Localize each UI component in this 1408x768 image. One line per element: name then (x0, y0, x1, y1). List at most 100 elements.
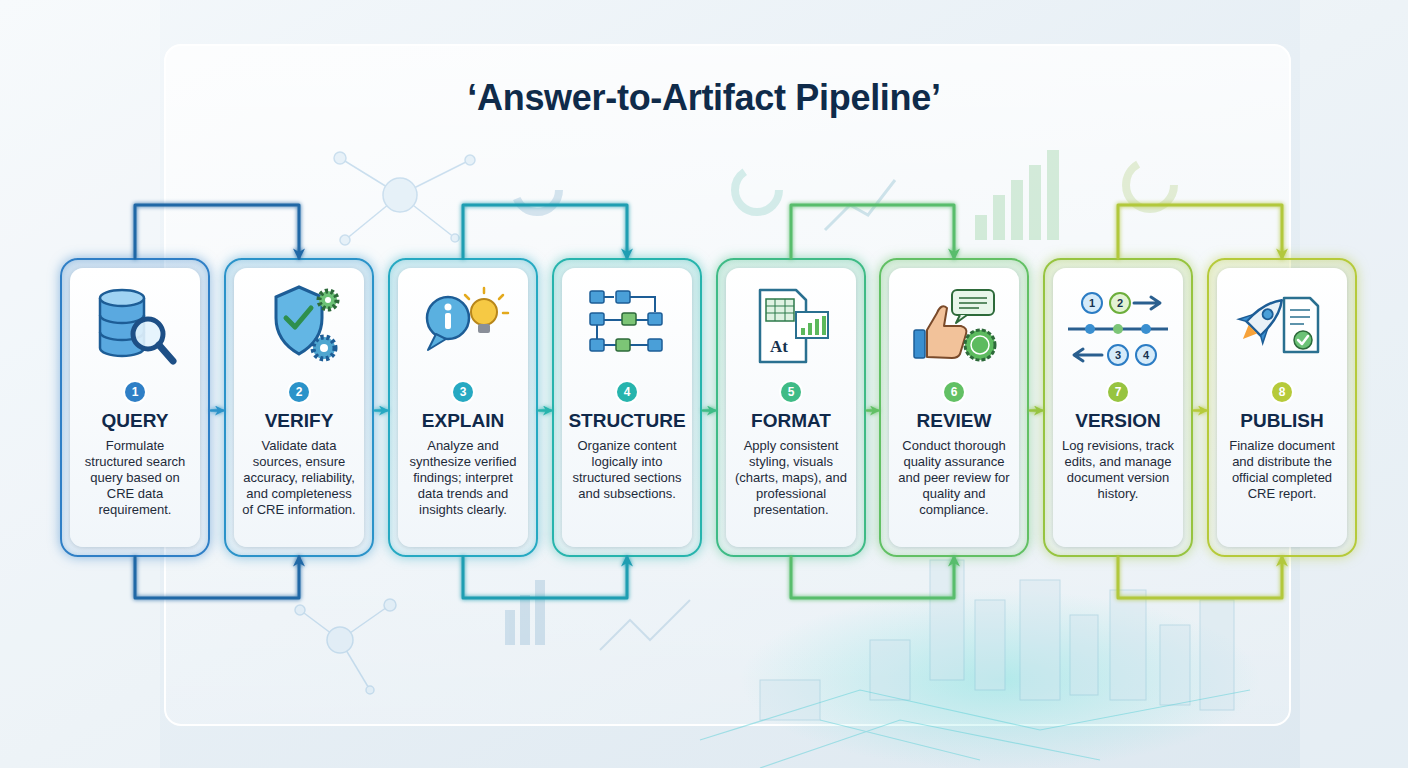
donut-chart (515, 168, 559, 212)
flow-arrow (867, 409, 878, 412)
card-panel: PUBLISH Finalize document and distribute … (1217, 268, 1347, 547)
diagram-title: ‘Answer-to-Artifact Pipeline’ (0, 76, 1408, 120)
flow-arrow (1194, 409, 1206, 412)
circuit-lines (700, 690, 1250, 768)
network-node (451, 234, 459, 242)
loop-connector (791, 557, 954, 598)
card-panel: VERIFY Validate data sources, ensure accu… (234, 268, 364, 547)
step-number: 3 (453, 382, 473, 402)
version-number: 3 (1115, 349, 1121, 361)
step-number-badge: 4 (617, 382, 637, 402)
card-panel: REVIEW Conduct thorough quality assurance… (889, 268, 1019, 547)
building (1110, 590, 1146, 700)
step-card: EXPLAIN Analyze and synthesize verified f… (388, 258, 538, 557)
bar (505, 610, 515, 645)
network-node (384, 599, 396, 611)
flow-arrow (211, 409, 223, 412)
trend-line (825, 180, 895, 230)
card-panel: QUERY Formulate structured search query b… (70, 268, 200, 547)
bar (993, 195, 1005, 240)
step-title: VERSION (1053, 410, 1183, 432)
step-card: REVIEW Conduct thorough quality assurance… (879, 258, 1029, 557)
step-description: Formulate structured search query based … (76, 438, 194, 518)
building (760, 680, 820, 720)
step-card: VERIFY Validate data sources, ensure accu… (224, 258, 374, 557)
loop-connector (1118, 205, 1282, 258)
card-panel: FORMAT Apply consistent styling, visuals … (726, 268, 856, 547)
donut-chart (1126, 161, 1174, 209)
step-title: FORMAT (726, 410, 856, 432)
network-node (334, 152, 346, 164)
step-number: 8 (1272, 382, 1292, 402)
building (1070, 615, 1098, 695)
step-title: VERIFY (234, 410, 364, 432)
flow-arrow (703, 409, 715, 412)
step-number: 4 (617, 382, 637, 402)
trend-line (600, 600, 690, 650)
buildings (760, 560, 1234, 720)
flow-arrow (375, 409, 387, 412)
network-node (383, 178, 417, 212)
flow-arrow (1030, 409, 1042, 412)
step-number: 6 (944, 382, 964, 402)
circuit-line (700, 690, 1250, 740)
step-description: Analyze and synthesize verified findings… (404, 438, 522, 518)
step-number-badge: 6 (944, 382, 964, 402)
network-node (295, 605, 305, 615)
version-number: 2 (1117, 297, 1123, 309)
loop-connector (463, 557, 627, 598)
step-title: EXPLAIN (398, 410, 528, 432)
loop-connector (791, 205, 954, 258)
step-card: STRUCTURE Organize content logically into… (552, 258, 702, 557)
step-number: 5 (781, 382, 801, 402)
step-description: Finalize document and distribute the off… (1223, 438, 1341, 502)
step-description: Apply consistent styling, visuals (chart… (732, 438, 850, 518)
glass-panel (165, 45, 1290, 725)
bar (1047, 150, 1059, 240)
card-panel: STRUCTURE Organize content logically into… (562, 268, 692, 547)
network-node (366, 686, 374, 694)
bar (520, 595, 530, 645)
loop-connector (135, 557, 299, 598)
building (1020, 580, 1060, 700)
loop-connector (463, 205, 627, 258)
step-title: QUERY (70, 410, 200, 432)
city-decoration (700, 560, 1260, 768)
network-node (465, 155, 475, 165)
step-number-badge: 1 (125, 382, 145, 402)
bar (1011, 180, 1023, 240)
step-number-badge: 7 (1108, 382, 1128, 402)
bar (535, 580, 545, 645)
building (975, 600, 1005, 690)
step-number-badge: 2 (289, 382, 309, 402)
step-number-badge: 3 (453, 382, 473, 402)
building (930, 560, 964, 680)
building (1160, 625, 1190, 705)
icon-text: At (770, 337, 788, 357)
step-card: QUERY Formulate structured search query b… (60, 258, 210, 557)
step-number-badge: 8 (1272, 382, 1292, 402)
city-glow (740, 590, 1260, 768)
building (870, 640, 910, 700)
circuit-line (760, 720, 1100, 768)
step-description: Organize content logically into structur… (568, 438, 686, 502)
card-panel: VERSION Log revisions, track edits, and m… (1053, 268, 1183, 547)
step-title: REVIEW (889, 410, 1019, 432)
version-number: 1 (1089, 297, 1095, 309)
version-number: 4 (1143, 349, 1149, 361)
flow-arrow (539, 409, 551, 412)
network-node (327, 627, 353, 653)
step-description: Conduct thorough quality assurance and p… (895, 438, 1013, 518)
loop-connector (1118, 557, 1282, 598)
card-panel: EXPLAIN Analyze and synthesize verified f… (398, 268, 528, 547)
step-card: FORMAT Apply consistent styling, visuals … (716, 258, 866, 557)
step-number: 1 (125, 382, 145, 402)
step-description: Log revisions, track edits, and manage d… (1059, 438, 1177, 502)
step-number-badge: 5 (781, 382, 801, 402)
step-title: PUBLISH (1217, 410, 1347, 432)
step-description: Validate data sources, ensure accuracy, … (240, 438, 358, 518)
network-node (340, 235, 350, 245)
step-number: 2 (289, 382, 309, 402)
step-title: STRUCTURE (562, 410, 692, 432)
